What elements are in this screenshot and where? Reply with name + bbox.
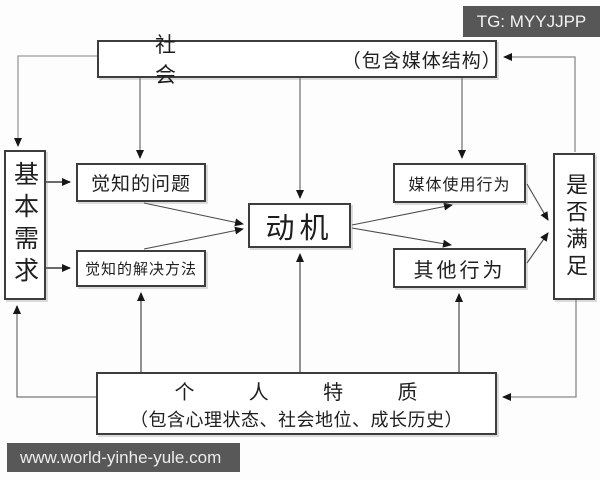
node-satisfaction: 是否满足	[553, 153, 595, 300]
media-use-behavior-label: 媒体使用行为	[408, 175, 511, 194]
personal-traits-label: 个 人 特 质	[174, 379, 419, 404]
personal-traits-note: （包含心理状态、社会地位、成长历史）	[130, 409, 463, 431]
other-behavior-label: 其他行为	[413, 257, 506, 282]
tg-badge: TG: MYYJJPP	[463, 6, 600, 37]
arrow-traits-to-basic-needs	[13, 305, 96, 398]
society-row: 社 会 （包含媒体结构）	[99, 29, 502, 89]
arrow-problems-to-motivation	[143, 202, 244, 227]
tg-badge-text: TG: MYYJJPP	[476, 11, 587, 31]
satisfaction-label: 是否满足	[562, 172, 587, 281]
basic-needs-label: 基本需求	[10, 161, 40, 289]
arrow-motivation-to-other	[351, 227, 452, 248]
society-label: 社 会	[155, 33, 177, 87]
perceived-solutions-label: 觉知的解决方法	[84, 260, 197, 278]
society-note: （包含媒体结构）	[341, 49, 502, 72]
arrow-solutions-to-motivation	[143, 226, 244, 250]
arrow-media-to-satisfaction	[526, 183, 549, 221]
node-perceived-solutions: 觉知的解决方法	[76, 250, 206, 287]
node-media-use-behavior: 媒体使用行为	[393, 163, 526, 203]
arrow-satisfaction-to-society	[503, 53, 576, 152]
node-perceived-problems: 觉知的问题	[76, 163, 206, 202]
node-motivation: 动机	[248, 203, 351, 248]
perceived-problems-label: 觉知的问题	[90, 173, 191, 195]
arrow-satisfaction-to-traits	[502, 300, 577, 401]
arrow-society-to-basic-needs	[14, 55, 97, 147]
node-other-behavior: 其他行为	[393, 248, 526, 288]
motivation-label: 动机	[265, 210, 334, 245]
watermark-bar: www.world-yinhe-yule.com	[7, 443, 240, 472]
arrow-other-to-satisfaction	[526, 232, 549, 264]
arrow-motivation-to-media	[351, 202, 453, 226]
node-society: 社 会 （包含媒体结构）	[97, 33, 501, 87]
node-personal-traits: 个 人 特 质 （包含心理状态、社会地位、成长历史）	[96, 372, 497, 435]
node-basic-needs: 基本需求	[4, 150, 46, 300]
watermark-text: www.world-yinhe-yule.com	[20, 447, 222, 467]
